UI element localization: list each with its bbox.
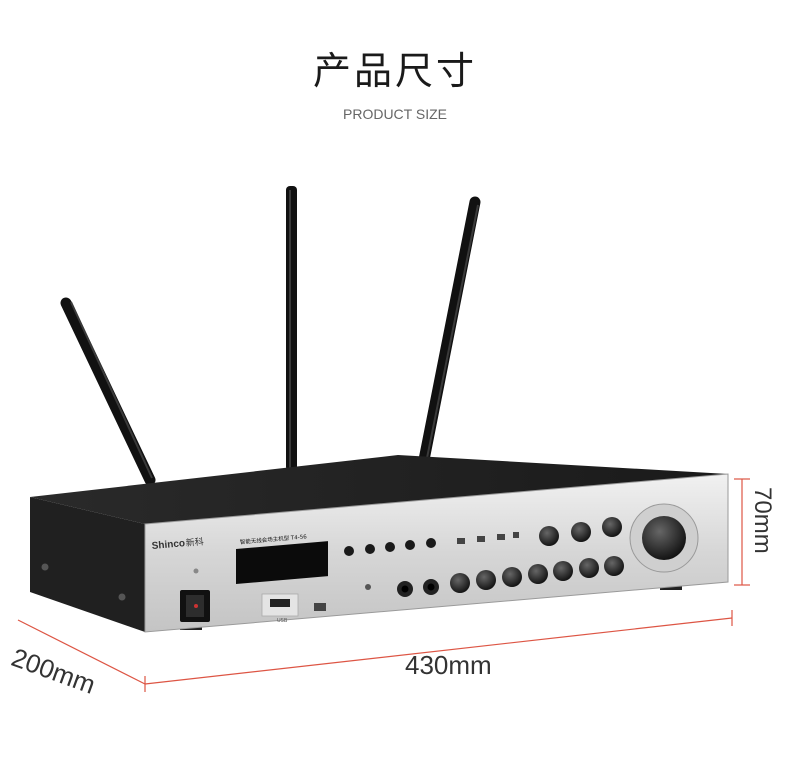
mode-icon [477, 536, 485, 542]
depth-dimension-line [17, 619, 146, 685]
side-panel [30, 497, 145, 632]
mode-icon [513, 532, 519, 538]
indicator-led [365, 584, 371, 590]
front-panel [144, 473, 729, 633]
knob-row-bottom[interactable] [450, 556, 624, 593]
brand-cn-label: 新科 [185, 535, 204, 548]
antenna-center [286, 186, 297, 471]
knob-row-top[interactable] [539, 517, 622, 546]
mic-jack-1[interactable] [397, 581, 413, 597]
top-cover [30, 455, 728, 524]
mode-icon [497, 534, 505, 540]
height-dimension-line [734, 478, 750, 586]
antenna-left [60, 297, 156, 486]
usb-label: USB [277, 618, 288, 624]
page-title: 产品尺寸 [312, 49, 477, 93]
height-label: 70mm [749, 487, 776, 554]
display-screen [236, 541, 328, 584]
mode-icon [457, 538, 465, 544]
master-volume-knob[interactable] [629, 503, 699, 573]
button-row[interactable] [344, 538, 436, 556]
power-switch[interactable] [180, 568, 210, 623]
page-subtitle: PRODUCT SIZE [343, 106, 447, 122]
width-label: 430mm [405, 650, 492, 680]
ir-sensor-icon [314, 603, 326, 611]
mic-jack-2[interactable] [423, 579, 439, 595]
antenna-right [416, 196, 481, 476]
brand-label: Shinco [151, 538, 185, 552]
usb-port[interactable] [261, 593, 299, 617]
